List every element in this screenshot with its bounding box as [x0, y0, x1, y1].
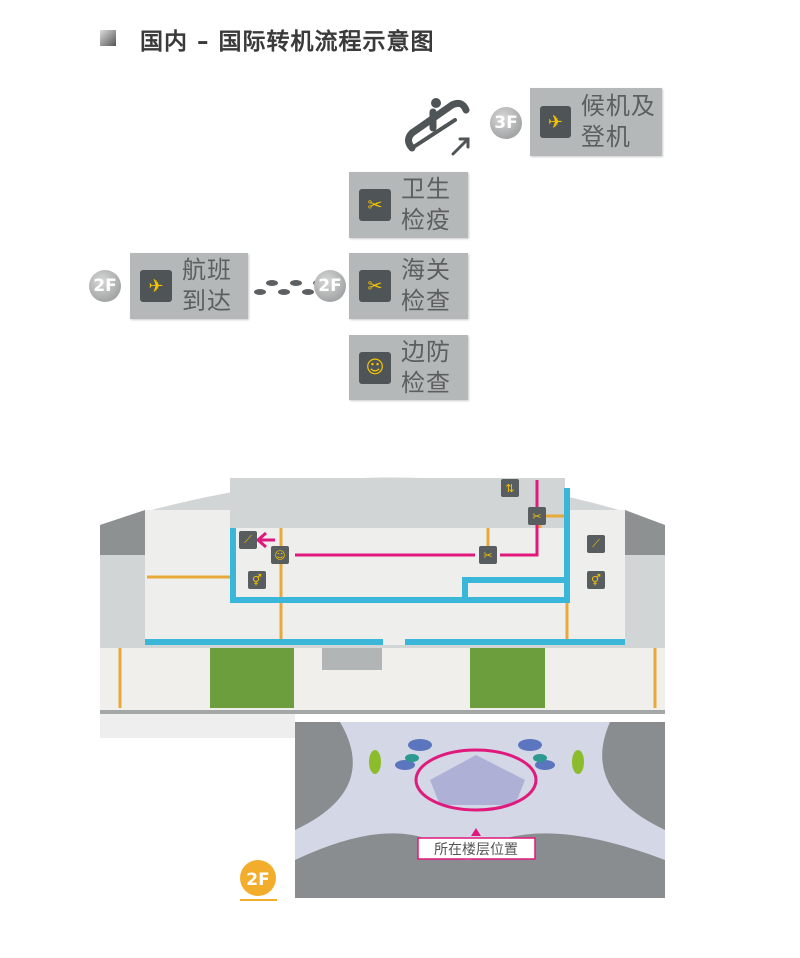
step-label: 航班到达: [182, 256, 232, 315]
walls: [145, 488, 625, 645]
step-label: 边防检查: [401, 337, 451, 397]
step-label: 海关检查: [401, 256, 451, 315]
step-quarantine: ✂ 卫生检疫: [349, 172, 468, 238]
step-customs: ✂ 海关检查: [349, 253, 468, 319]
floor-badge-2f-map: [240, 860, 276, 896]
inspection-icon: ✂: [479, 546, 497, 564]
escalator-icon: ⟋: [587, 535, 605, 553]
border-officer-icon: ☺: [271, 546, 289, 564]
departure-icon: ✈: [540, 106, 571, 138]
step-arrival: ✈ 航班到达: [130, 253, 248, 319]
transfer-route: [255, 480, 539, 557]
inspection-icon: ✂: [359, 189, 391, 221]
green-zone: [210, 648, 294, 708]
step-border: ☺ 边防检查: [349, 335, 468, 400]
floor-badge-3f: 3F: [490, 107, 522, 139]
floor-badge-2f: 2F: [314, 270, 346, 302]
inspection-icon: ✂: [359, 270, 391, 302]
border-officer-icon: ☺: [359, 351, 391, 384]
restroom-icon: ⚥: [587, 571, 605, 589]
elevator-icon: ⇅: [501, 479, 519, 497]
location-label: 所在楼层位置: [434, 842, 518, 858]
inspection-icon: ✂: [528, 507, 546, 525]
arrival-icon: ✈: [140, 270, 172, 302]
current-location-ring: [414, 748, 538, 812]
step-label: 卫生检疫: [401, 175, 451, 234]
page-title: 国内 – 国际转机流程示意图: [140, 29, 435, 55]
title-bullet-icon: [100, 30, 116, 46]
step-label: 候机及登机: [580, 92, 656, 151]
restroom-icon: ⚥: [248, 571, 266, 589]
escalator-icon: ⟋: [239, 531, 257, 549]
map-floor-label: 2F: [246, 870, 269, 890]
step-boarding: ✈ 候机及登机: [530, 88, 662, 156]
green-zone: [470, 648, 545, 708]
floor-badge-2f: 2F: [89, 270, 121, 302]
corridors: [118, 514, 657, 708]
escalator-icon: [405, 98, 470, 156]
